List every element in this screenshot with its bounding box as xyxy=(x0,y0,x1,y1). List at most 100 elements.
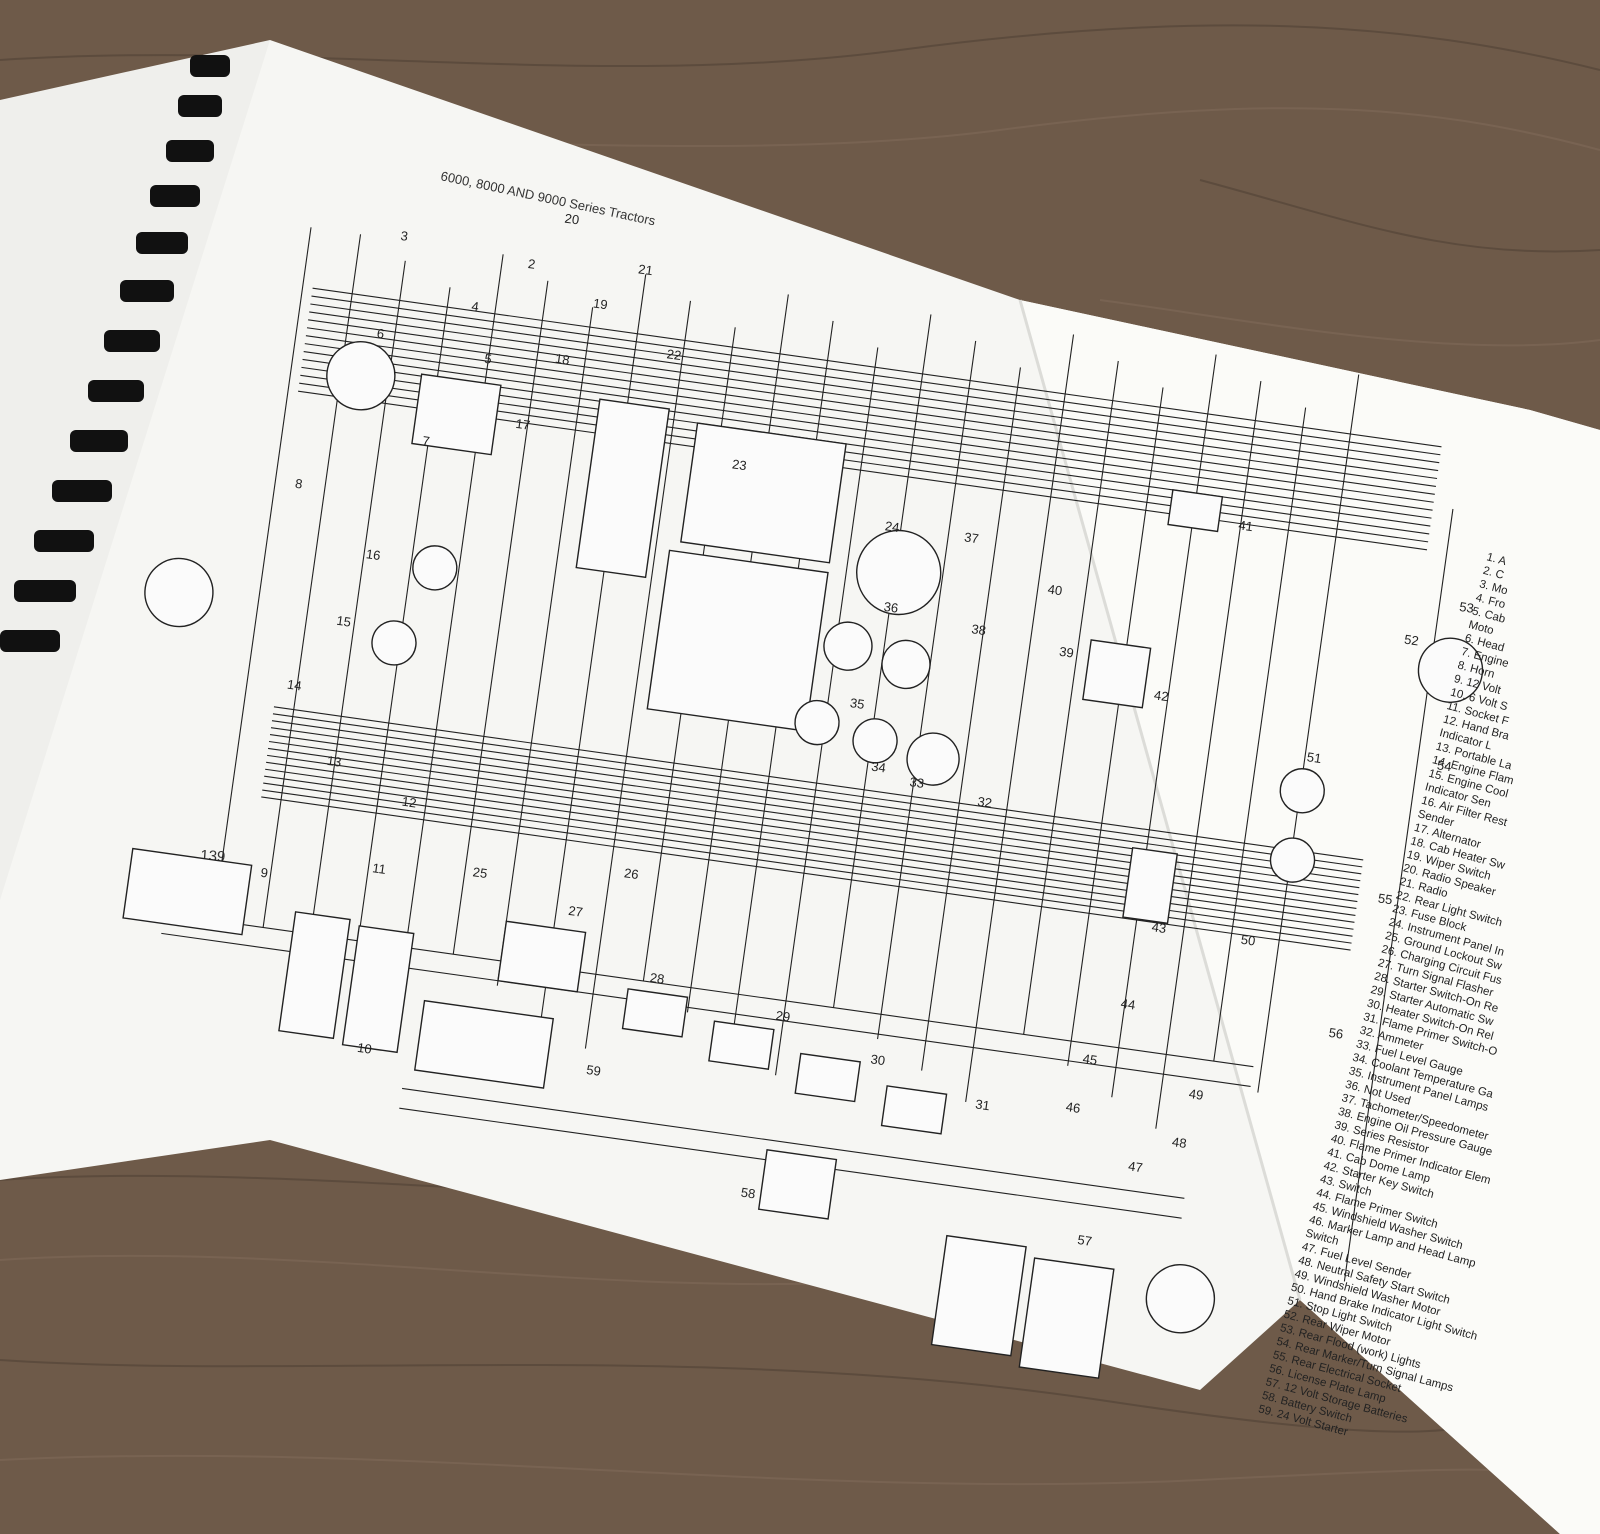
component-number-label: 18 xyxy=(554,351,570,368)
component-number-label: 49 xyxy=(1188,1086,1204,1103)
wire-horizontal xyxy=(270,727,1361,882)
small-gauge-a xyxy=(823,621,873,671)
small-gauge-e xyxy=(906,732,960,786)
component-number-label: 43 xyxy=(1151,919,1167,936)
wire-vertical xyxy=(921,367,1021,1071)
component-number-label: 14 xyxy=(286,677,302,694)
wire-horizontal xyxy=(271,720,1362,875)
component-number-label: 3 xyxy=(400,228,409,244)
alternator xyxy=(411,373,502,456)
component-number-label: 9 xyxy=(260,865,269,881)
component-number-label: 27 xyxy=(567,903,583,920)
wire-horizontal xyxy=(304,343,1434,503)
component-number-label: 45 xyxy=(1082,1051,1098,1068)
wire-vertical xyxy=(540,274,647,1018)
wire-vertical xyxy=(1213,407,1307,1062)
component-number-label: 12 xyxy=(401,794,417,811)
connector-socket-d xyxy=(1269,837,1316,883)
component-number-label: 41 xyxy=(1238,517,1254,534)
component-number-label: 58 xyxy=(740,1185,756,1202)
component-number-label: 39 xyxy=(1058,644,1074,661)
starter-key-switch xyxy=(1082,639,1152,709)
component-number-label: 57 xyxy=(1077,1232,1093,1249)
instrument-panel xyxy=(680,422,847,564)
component-number-label: 2 xyxy=(527,256,536,272)
component-number-label: 21 xyxy=(637,261,653,278)
component-number-label: 13 xyxy=(326,753,342,770)
component-number-label: 56 xyxy=(1328,1025,1344,1042)
component-number-label: 10 xyxy=(356,1040,372,1057)
fuse-block xyxy=(575,398,671,579)
battery-left-b xyxy=(341,925,415,1054)
component-number-label: 29 xyxy=(775,1008,791,1025)
battery-left-a xyxy=(278,911,351,1040)
wire-horizontal xyxy=(269,734,1360,889)
component-number-label: 30 xyxy=(870,1051,886,1068)
component-number-label: 24 xyxy=(884,518,900,535)
component-number-label: 37 xyxy=(963,529,979,546)
component-number-label: 22 xyxy=(666,346,682,363)
wire-vertical xyxy=(1111,354,1217,1098)
component-number-label: 5 xyxy=(483,351,492,367)
wire-horizontal xyxy=(311,295,1441,456)
component-number-label: 48 xyxy=(1171,1134,1187,1151)
wire-horizontal xyxy=(303,350,1433,511)
wire-horizontal xyxy=(312,287,1442,448)
wire-horizontal xyxy=(308,319,1438,480)
component-number-label: 19 xyxy=(592,295,608,312)
rear-flood-light-bottom xyxy=(1145,1264,1216,1334)
connector-socket-b xyxy=(371,620,417,666)
battery-switch xyxy=(757,1149,838,1220)
component-number-label: 11 xyxy=(371,860,386,877)
wire-horizontal xyxy=(305,335,1435,495)
component-number-label: 53 xyxy=(1458,599,1474,616)
relay-29 xyxy=(708,1020,775,1070)
component-number-label: 16 xyxy=(365,546,381,563)
starter-motor-left xyxy=(122,847,253,936)
wire-horizontal xyxy=(310,303,1440,464)
component-number-label: 36 xyxy=(883,599,899,616)
instrument-panel-lower xyxy=(646,549,829,732)
component-number-label: 59 xyxy=(585,1062,601,1079)
wire-vertical xyxy=(965,334,1075,1103)
foldout-sheet xyxy=(0,40,1600,1534)
relay-28 xyxy=(621,988,689,1038)
battery-right-b xyxy=(1018,1257,1115,1379)
wire-horizontal xyxy=(272,713,1363,868)
wire-horizontal xyxy=(265,768,1355,923)
turn-signal-flasher xyxy=(497,920,587,993)
component-number-label: 51 xyxy=(1306,749,1322,766)
components xyxy=(122,341,1484,1379)
component-number-label: 46 xyxy=(1065,1099,1081,1116)
component-number-label: 6 xyxy=(376,326,385,342)
wire-trunk xyxy=(1343,508,1454,1282)
headlamp-left xyxy=(326,341,396,411)
wire-vertical xyxy=(496,307,594,986)
component-number-label: 23 xyxy=(731,456,747,473)
component-number-label: 4 xyxy=(471,299,480,315)
component-number-label: 26 xyxy=(623,865,639,882)
wire-horizontal xyxy=(268,747,1358,903)
wire-vertical xyxy=(1155,380,1262,1129)
wire-horizontal xyxy=(264,775,1354,930)
small-gauge-b xyxy=(881,639,931,690)
component-number-label: 33 xyxy=(909,774,925,791)
component-number-label: 42 xyxy=(1153,687,1169,704)
legend-item: 1. A xyxy=(1485,551,1508,568)
starter-motor-right xyxy=(413,999,555,1089)
wire-trunk xyxy=(213,227,312,921)
wire-vertical xyxy=(1257,374,1360,1093)
component-number-label: 50 xyxy=(1240,932,1256,949)
wire-vertical xyxy=(584,300,692,1049)
legend-item: 2. C xyxy=(1482,565,1505,582)
wire-horizontal xyxy=(261,796,1351,951)
wire-horizontal xyxy=(266,761,1356,916)
component-number-label: 28 xyxy=(649,970,665,987)
wire-horizontal xyxy=(263,782,1353,937)
wire-horizontal xyxy=(262,789,1352,944)
battery-right-a xyxy=(930,1234,1027,1357)
